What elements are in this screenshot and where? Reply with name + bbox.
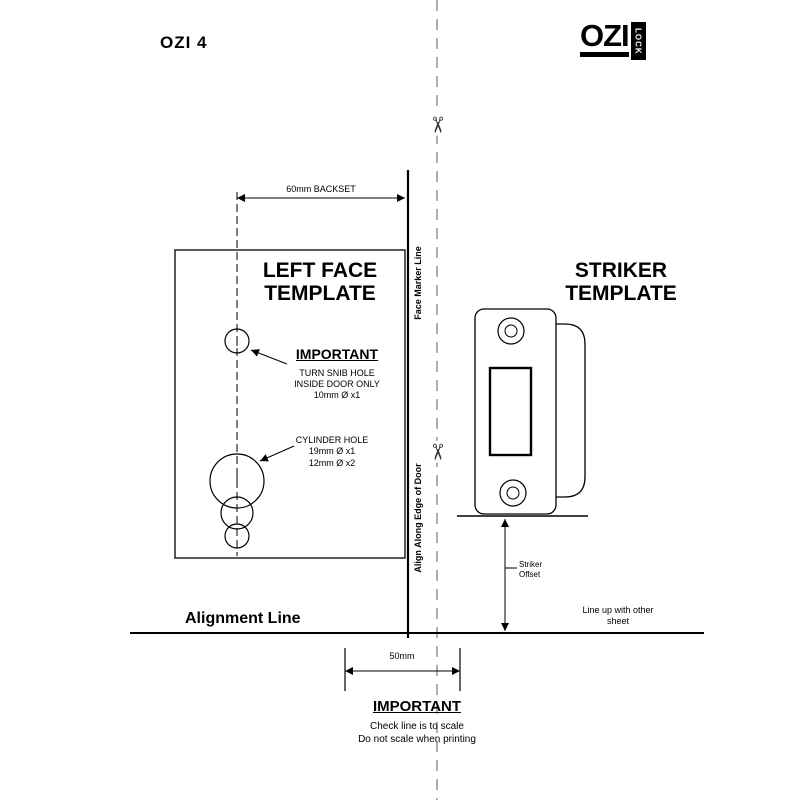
scissors-icon: ✂: [425, 113, 450, 137]
scale-dimension-label: 50mm: [389, 651, 415, 661]
snib-note-line3: 10mm Ø x1: [313, 389, 361, 400]
scissors-icon: ✂: [425, 440, 450, 464]
cylinder-hole-mid: [220, 496, 254, 530]
snib-hole-note: TURN SNIB HOLE INSIDE DOOR ONLY 10mm Ø x…: [294, 368, 380, 400]
footer-important-label: IMPORTANT: [372, 698, 462, 715]
footer-note: Check line is to scale Do not scale when…: [358, 720, 476, 746]
brand-logo-vertical-text: LOCK: [633, 27, 643, 55]
latch-opening: [488, 366, 533, 457]
striker-offset-label: Striker Offset: [519, 560, 542, 580]
alignment-line-label: Alignment Line: [185, 610, 301, 627]
left-template-title-line2: TEMPLATE: [264, 282, 376, 306]
screw-hole-bottom-inner: [506, 486, 520, 500]
striker-box-bulge: [556, 323, 586, 498]
cylinder-leader-arrow: [259, 445, 295, 462]
striker-title-line2: TEMPLATE: [565, 282, 677, 306]
striker-offset-line1: Striker: [519, 560, 543, 569]
snib-note-line1: TURN SNIB HOLE: [299, 368, 375, 378]
face-marker-line-label: Face Marker Line: [413, 246, 423, 320]
striker-title-line1: STRIKER: [574, 259, 668, 282]
cylinder-note-line2: 12mm Ø x2: [308, 457, 356, 468]
backset-dimension-label: 60mm BACKSET: [286, 184, 356, 194]
brand-logo-lock-bar: LOCK: [630, 22, 646, 60]
screw-hole-top-inner: [504, 324, 518, 338]
snib-important-label: IMPORTANT: [295, 346, 379, 362]
left-template-title-line1: LEFT FACE: [262, 259, 378, 282]
cylinder-note-title: CYLINDER HOLE: [295, 435, 369, 445]
lineup-note-line2: sheet: [606, 616, 630, 627]
brand-logo-text: OZI: [580, 20, 630, 57]
align-edge-label: Align Along Edge of Door: [413, 463, 423, 573]
striker-template-title: STRIKER TEMPLATE: [565, 259, 677, 305]
cylinder-hole-note: CYLINDER HOLE 19mm Ø x1 12mm Ø x2: [296, 435, 369, 469]
cylinder-hole-small: [224, 523, 250, 549]
snib-hole-circle: [224, 328, 250, 354]
lineup-note: Line up with other sheet: [582, 605, 653, 628]
footer-note-line1: Check line is to scale: [370, 721, 464, 732]
cylinder-hole-large: [209, 453, 265, 509]
screw-hole-bottom-outer: [499, 479, 527, 507]
footer-note-line2: Do not scale when printing: [358, 734, 476, 745]
left-template-title: LEFT FACE TEMPLATE: [263, 259, 377, 305]
lineup-note-line1: Line up with other: [582, 605, 654, 615]
snib-note-line2: INSIDE DOOR ONLY: [294, 378, 380, 389]
screw-hole-top-outer: [497, 317, 525, 345]
doc-title: OZI 4: [160, 33, 208, 52]
cylinder-note-line1: 19mm Ø x1: [308, 446, 356, 457]
snib-leader-arrow: [250, 349, 288, 365]
left-template-outline: [174, 249, 406, 559]
striker-plate-outline: [474, 308, 557, 515]
striker-offset-line2: Offset: [519, 570, 541, 579]
brand-logo: OZI LOCK: [580, 20, 646, 60]
